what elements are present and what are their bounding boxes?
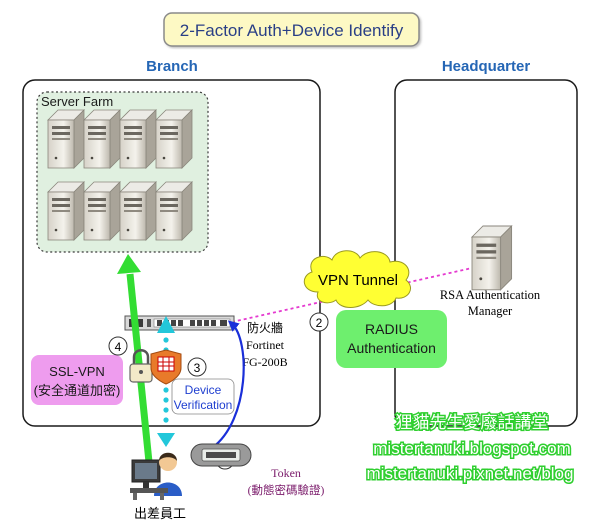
device-verification-line2: Verification (174, 398, 233, 412)
rsa-server: RSA Authentication Manager (440, 225, 541, 318)
branch-box (22, 79, 321, 427)
branch-label: Branch (146, 58, 198, 75)
employee-label: 出差員工 (134, 506, 186, 521)
radius-line2: Authentication (347, 340, 436, 356)
firewall-label-line1: 防火牆 (247, 320, 283, 335)
step-2: 2 (309, 312, 329, 332)
employee-icon (130, 452, 182, 500)
server-icon (471, 225, 513, 291)
server-icon (83, 181, 121, 241)
headquarter-box (394, 79, 578, 427)
ssl-vpn-line1: SSL-VPN (49, 364, 105, 379)
server-icon (119, 109, 157, 169)
step-3: 3 (187, 357, 207, 377)
watermark-line2: mistertanuki.blogspot.com (373, 439, 570, 458)
server-icon (47, 181, 85, 241)
ssl-vpn-line2: (安全通道加密) (34, 383, 121, 398)
rsa-label-line1: RSA Authentication (440, 288, 541, 302)
token-device-icon (190, 443, 252, 467)
step-4: 4 (108, 336, 128, 356)
server-icon (47, 109, 85, 169)
watermark: 狸貓先生愛廢話講堂 mistertanuki.blogspot.com mist… (365, 412, 575, 485)
watermark-line3: mistertanuki.pixnet.net/blog (367, 464, 574, 483)
watermark-line1: 狸貓先生愛廢話講堂 (396, 413, 549, 432)
radius-line1: RADIUS (365, 321, 418, 337)
token-arrow (211, 320, 245, 449)
diagram-title: 2-Factor Auth+Device Identify (180, 21, 404, 40)
server-icon (119, 181, 157, 241)
headquarter-label: Headquarter (442, 58, 531, 75)
radius-box: RADIUS Authentication (336, 310, 447, 368)
server-farm-label: Server Farm (41, 94, 113, 109)
vpn-tunnel-cloud: VPN Tunnel (303, 250, 411, 308)
shield-icon (150, 349, 182, 385)
firewall-label-line2: Fortinet (246, 338, 285, 352)
device-verification-box: Device Verification (171, 378, 235, 415)
firewall-device: 防火牆 Fortinet FG-200B (124, 315, 288, 369)
token-sub-label: (動態密碼驗證) (248, 483, 325, 497)
rsa-label-line2: Manager (468, 304, 513, 318)
firewall-label-line3: FG-200B (242, 355, 287, 369)
server-icon (155, 181, 193, 241)
server-icon (83, 109, 121, 169)
device-verification-line1: Device (185, 383, 222, 397)
title-box: 2-Factor Auth+Device Identify (163, 12, 420, 47)
token-label: Token (271, 466, 301, 480)
server-farm: Server Farm (36, 91, 209, 253)
step-2-label: 2 (316, 316, 323, 330)
vpn-tunnel-label: VPN Tunnel (318, 272, 398, 289)
step-3-label: 3 (194, 361, 201, 375)
ssl-vpn-box: SSL-VPN (安全通道加密) (31, 355, 123, 405)
step-4-label: 4 (115, 340, 122, 354)
server-icon (155, 109, 193, 169)
